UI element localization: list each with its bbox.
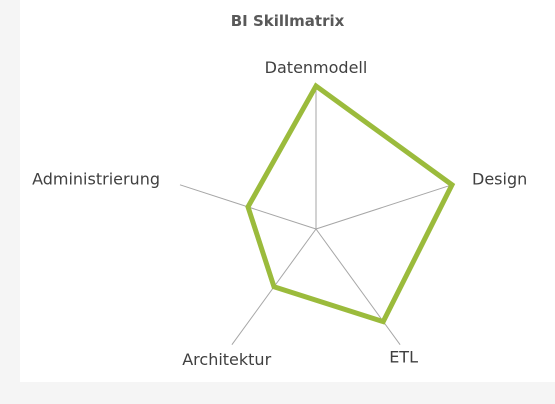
axis-label-architektur: Architektur bbox=[182, 350, 271, 369]
chart-area: BI Skillmatrix bbox=[20, 0, 555, 382]
axis-label-administrierung: Administrierung bbox=[32, 169, 160, 188]
series-polygon bbox=[245, 82, 456, 325]
spoke-design bbox=[315, 184, 453, 230]
axis-label-design: Design bbox=[472, 169, 527, 188]
radar-spokes bbox=[179, 86, 453, 345]
chart-title: BI Skillmatrix bbox=[230, 12, 345, 30]
axis-label-datenmodell: Datenmodell bbox=[265, 58, 368, 77]
spoke-etl bbox=[315, 228, 401, 345]
axis-label-etl: ETL bbox=[389, 348, 418, 367]
